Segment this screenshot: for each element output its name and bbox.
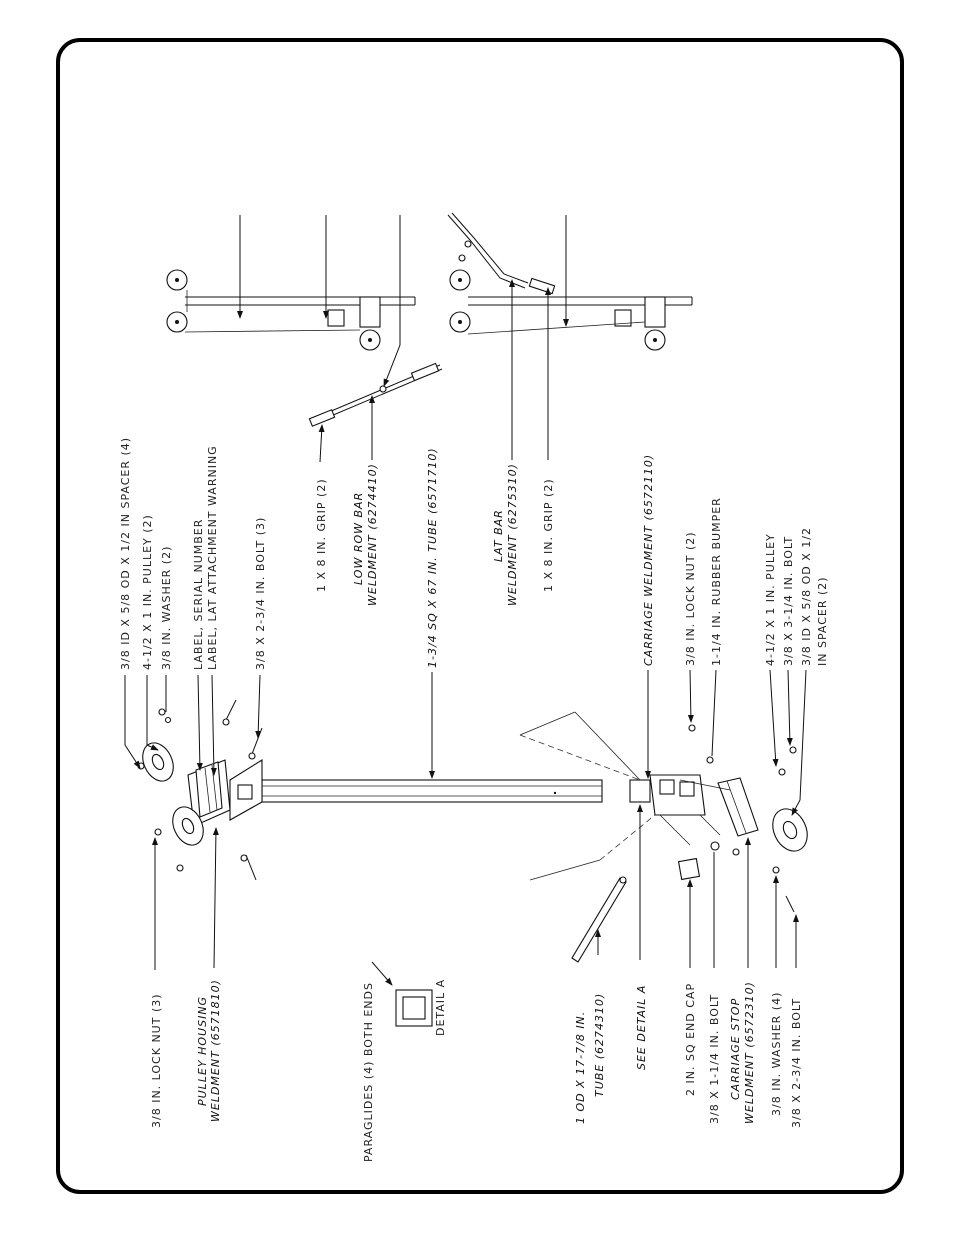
label-spacer-2-line2: IN SPACER (2) — [816, 576, 829, 666]
label-spacer-2-line1: 3/8 ID X 5/8 OD X 1/2 — [800, 527, 813, 666]
label-lock-nut-2: 3/8 IN. LOCK NUT (2) — [684, 531, 697, 666]
page-border — [56, 38, 904, 1194]
label-see-detail-a: SEE DETAIL A — [635, 985, 648, 1070]
label-washer-2: 3/8 IN. WASHER (2) — [160, 546, 173, 670]
label-od-tube-line1: 1 OD X 17-7/8 IN. — [574, 1011, 587, 1124]
label-bolt-314: 3/8 X 3-1/4 IN. BOLT — [782, 536, 795, 666]
label-tube-67: 1-3/4 SQ X 67 IN. TUBE (6571710) — [426, 447, 439, 668]
label-lat-warning: LABEL, LAT ATTACHMENT WARNING — [206, 445, 219, 670]
leader-lines — [124, 215, 807, 986]
label-pulley-2: 4-1/2 X 1 IN. PULLEY (2) — [141, 514, 154, 670]
detail-a-box — [395, 989, 433, 1027]
station-view-right — [447, 212, 693, 351]
label-low-row-line1: LOW ROW BAR — [352, 492, 365, 585]
od-tube-part — [571, 876, 627, 963]
label-paraglides: PARAGLIDES (4) BOTH ENDS — [362, 982, 375, 1162]
label-pulley-housing-line2: WELDMENT (6571810) — [209, 979, 222, 1122]
label-carriage-stop-line2: WELDMENT (6572310) — [743, 981, 756, 1124]
label-rubber-bumper: 1-1/4 IN. RUBBER BUMPER — [710, 497, 723, 666]
label-serial-number: LABEL, SERIAL NUMBER — [192, 519, 205, 670]
label-carriage-stop-line1: CARRIAGE STOP — [729, 998, 742, 1100]
low-row-bar-part — [308, 362, 443, 427]
label-lat-bar-line2: WELDMENT (6275310) — [506, 463, 519, 606]
label-pulley-housing-line1: PULLEY HOUSING — [196, 996, 209, 1106]
label-detail-a: DETAIL A — [434, 979, 447, 1036]
label-lock-nut-3: 3/8 IN. LOCK NUT (3) — [150, 993, 163, 1128]
label-spacer-4: 3/8 ID X 5/8 OD X 1/2 IN SPACER (4) — [119, 437, 132, 670]
label-bolt-234: 3/8 X 2-3/4 IN. BOLT — [790, 998, 803, 1128]
label-low-row-line2: WELDMENT (6274410) — [366, 463, 379, 606]
label-carriage: CARRIAGE WELDMENT (6572110) — [642, 454, 655, 666]
label-pulley-single: 4-1/2 X 1 IN. PULLEY — [764, 533, 777, 666]
label-bolt-3: 3/8 X 2-3/4 IN. BOLT (3) — [254, 517, 267, 670]
label-end-cap: 2 IN. SQ END CAP — [684, 983, 697, 1096]
main-tube — [261, 779, 603, 803]
label-grip-2: 1 X 8 IN. GRIP (2) — [542, 478, 555, 592]
label-od-tube-line2: TUBE (6274310) — [593, 993, 606, 1097]
label-bolt-114: 3/8 X 1-1/4 IN. BOLT — [708, 994, 721, 1124]
label-grip-1: 1 X 8 IN. GRIP (2) — [315, 478, 328, 592]
label-washer-4: 3/8 IN. WASHER (4) — [770, 992, 783, 1116]
carriage-assembly — [519, 711, 808, 913]
part-labels: 3/8 ID X 5/8 OD X 1/2 IN SPACER (4) 4-1/… — [119, 437, 829, 1162]
label-lat-bar-line1: LAT BAR — [492, 509, 505, 562]
station-view-left — [166, 269, 416, 351]
